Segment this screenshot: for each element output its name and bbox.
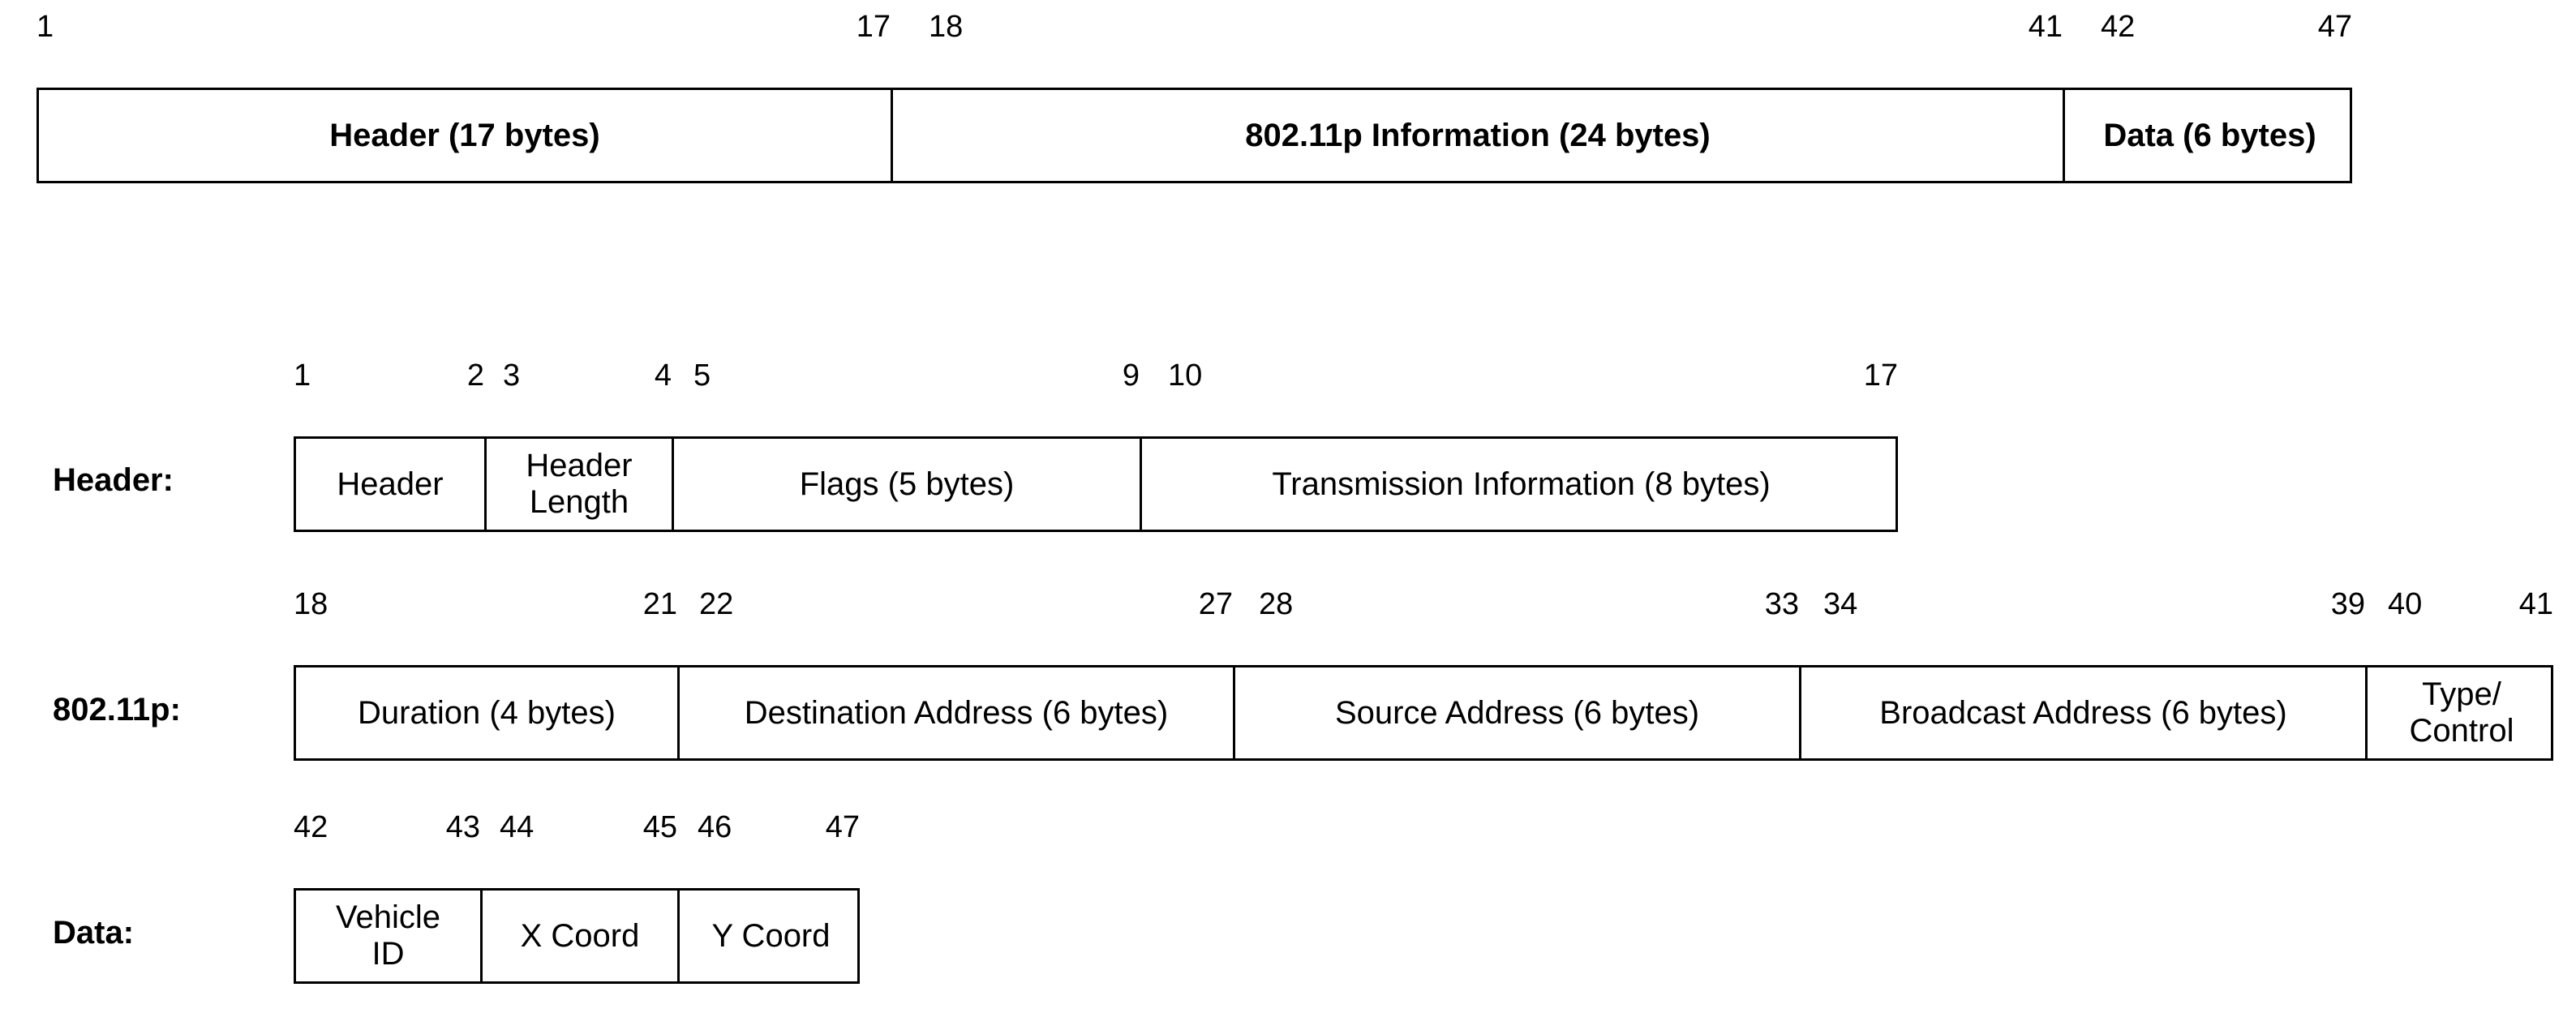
byte-index-header-4: 4	[654, 358, 672, 393]
byte-index-data-45: 45	[642, 810, 677, 844]
byte-index-overview-47: 47	[2317, 10, 2352, 44]
byte-index-data-44: 44	[500, 810, 535, 844]
packet-field-cell: Broadcast Address (6 bytes)	[1801, 667, 2368, 758]
byte-index-dot11p-41: 41	[2518, 587, 2553, 621]
byte-index-overview-42: 42	[2101, 10, 2136, 44]
byte-index-header-2: 2	[466, 358, 484, 393]
byte-index-header-1: 1	[294, 358, 311, 393]
packet-field-cell: X Coord	[483, 891, 680, 981]
byte-index-overview-1: 1	[36, 10, 54, 44]
byte-index-data-43: 43	[445, 810, 480, 844]
row-label-dot11p: 802.11p:	[53, 692, 181, 728]
packet-field-cell: Header	[296, 439, 487, 530]
byte-index-dot11p-39: 39	[2330, 587, 2365, 621]
packet-field-cell: Type/ Control	[2409, 676, 2514, 749]
byte-index-dot11p-27: 27	[1198, 587, 1233, 621]
byte-index-dot11p-21: 21	[642, 587, 677, 621]
byte-index-overview-18: 18	[929, 10, 964, 44]
byte-index-overview-41: 41	[2028, 10, 2063, 44]
byte-index-dot11p-28: 28	[1259, 587, 1294, 621]
packet-bar-overview: Header (17 bytes)802.11p Information (24…	[36, 88, 2352, 183]
byte-index-data-42: 42	[294, 810, 328, 844]
packet-field-cell: Destination Address (6 bytes)	[680, 667, 1235, 758]
byte-index-header-17: 17	[1863, 358, 1898, 393]
row-label-header: Header:	[53, 462, 174, 498]
byte-index-data-46: 46	[698, 810, 732, 844]
packet-field-cell: 802.11p Information (24 bytes)	[893, 90, 2065, 181]
packet-bar-dot11p: Duration (4 bytes)Destination Address (6…	[294, 665, 2553, 761]
byte-index-header-9: 9	[1122, 358, 1140, 393]
byte-index-header-5: 5	[693, 358, 711, 393]
packet-field-cell: Vehicle ID	[296, 891, 483, 981]
byte-index-overview-17: 17	[856, 10, 891, 44]
byte-index-dot11p-33: 33	[1764, 587, 1799, 621]
packet-field-cell: Y Coord	[711, 917, 831, 954]
byte-index-header-3: 3	[503, 358, 521, 393]
packet-field-cell: Header Length	[487, 439, 674, 530]
byte-index-dot11p-18: 18	[294, 587, 328, 621]
byte-index-dot11p-34: 34	[1823, 587, 1858, 621]
packet-field-cell: Duration (4 bytes)	[296, 667, 680, 758]
packet-field-cell: Header (17 bytes)	[39, 90, 893, 181]
packet-field-cell: Transmission Information (8 bytes)	[1272, 466, 1771, 502]
packet-field-cell: Flags (5 bytes)	[674, 439, 1142, 530]
byte-index-dot11p-22: 22	[699, 587, 734, 621]
row-label-data: Data:	[53, 915, 135, 951]
byte-index-data-47: 47	[825, 810, 860, 844]
byte-index-header-10: 10	[1168, 358, 1203, 393]
byte-index-dot11p-40: 40	[2388, 587, 2423, 621]
packet-field-cell: Source Address (6 bytes)	[1235, 667, 1801, 758]
packet-field-cell: Data (6 bytes)	[2103, 117, 2316, 153]
